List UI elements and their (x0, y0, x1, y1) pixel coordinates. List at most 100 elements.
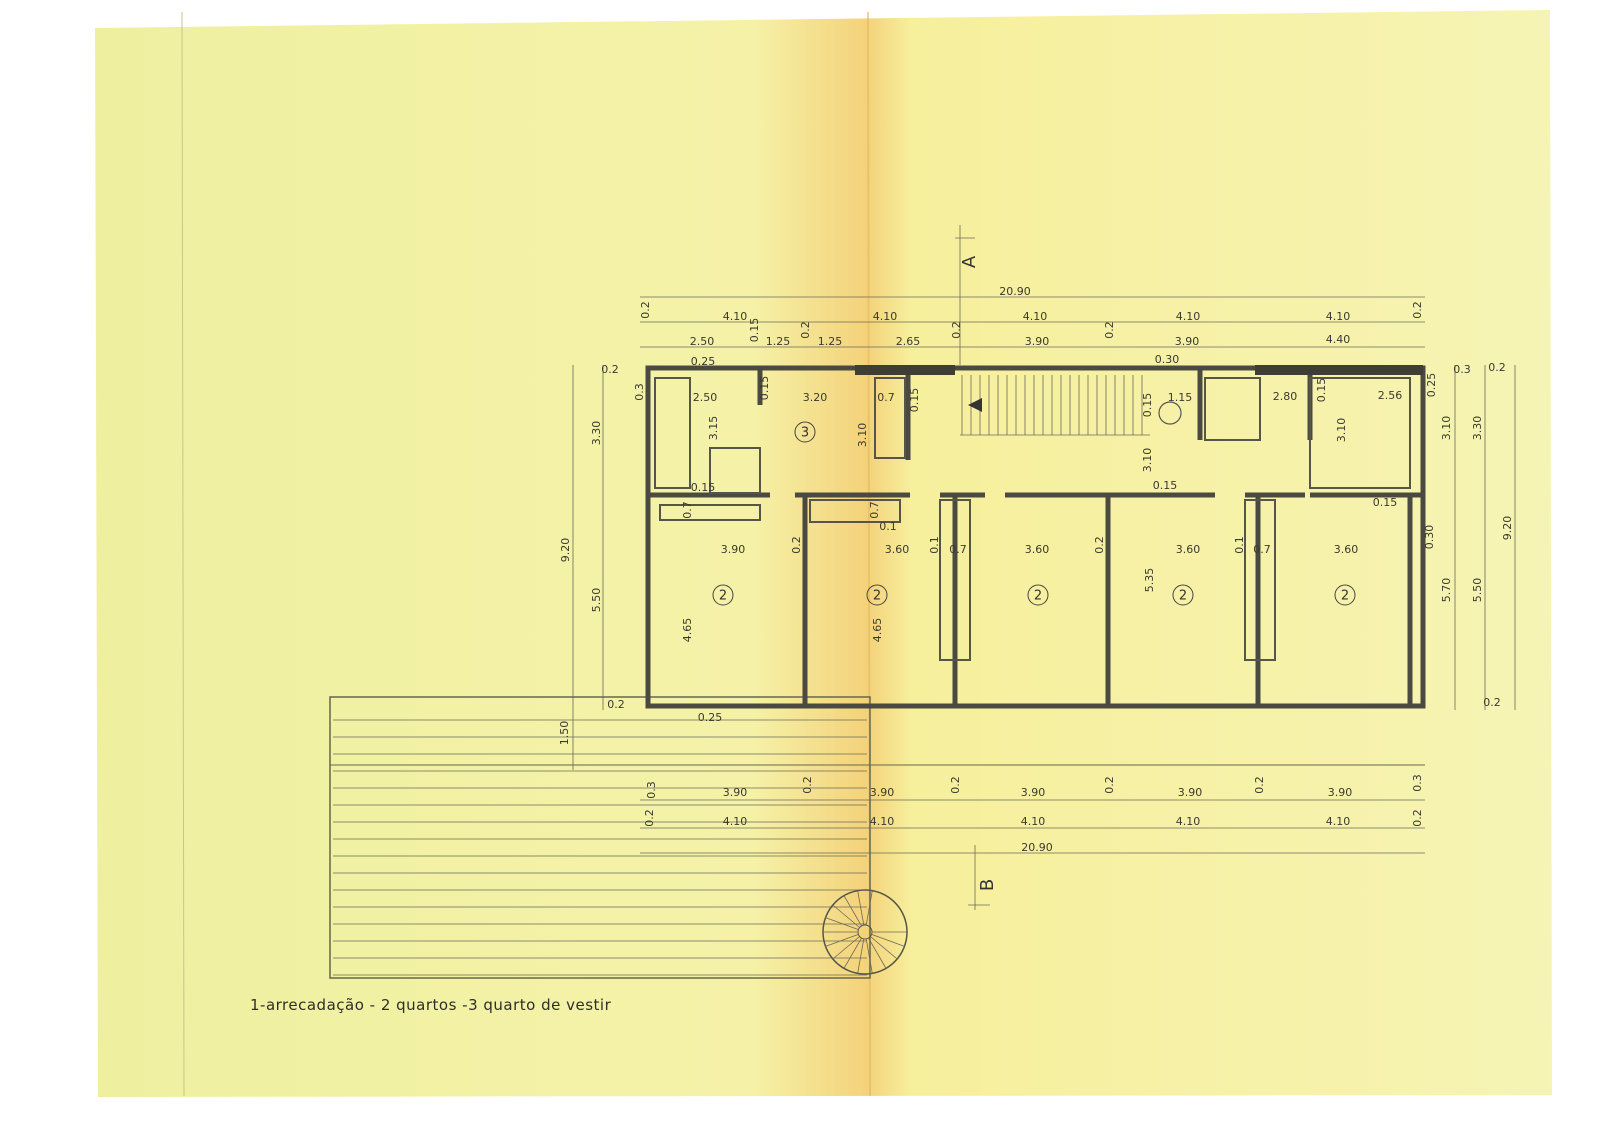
dimension-label: 0.2 (1411, 301, 1424, 319)
dimension-label: 0.2 (643, 809, 656, 827)
room-number-marker: 2 (1027, 584, 1049, 606)
dimension-label: 20.90 (1021, 841, 1053, 854)
dimension-label: 0.15 (748, 318, 761, 343)
dimension-label: 4.10 (870, 815, 895, 828)
terrace (329, 696, 1425, 979)
dimension-label: 0.15 (1153, 479, 1178, 492)
dimension-label: 3.30 (590, 421, 603, 446)
room-number: 2 (1179, 589, 1187, 604)
dimension-label: 20.90 (999, 285, 1031, 298)
dimension-label: 3.90 (1021, 786, 1046, 799)
dimension-label: 3.90 (870, 786, 895, 799)
dimension-label: 4.65 (681, 618, 694, 643)
dimension-label: 4.10 (723, 310, 748, 323)
dimension-label: 1.25 (818, 335, 843, 348)
dimension-label: 0.3 (1411, 774, 1424, 792)
dimension-label: 4.65 (871, 618, 884, 643)
dimension-label: 0.7 (1253, 543, 1271, 556)
dimension-label: 5.70 (1440, 578, 1453, 603)
dimension-label: 3.90 (1025, 335, 1050, 348)
room-number: 2 (1034, 589, 1042, 604)
dimension-label: 0.15 (908, 388, 921, 413)
dimension-label: 0.1 (928, 536, 941, 554)
room-number-marker: 2 (866, 584, 888, 606)
dimension-label: 0.7 (877, 391, 895, 404)
room-numbers: 3 2 2 2 2 2 (712, 421, 1356, 606)
dimension-label: 0.15 (758, 376, 771, 401)
dimension-label: 0.2 (790, 536, 803, 554)
dimension-label: 0.1 (879, 520, 897, 533)
dimension-label: 3.90 (721, 543, 746, 556)
room-number: 2 (719, 589, 727, 604)
dimension-label: 3.10 (856, 423, 869, 448)
dimension-label: 0.2 (949, 776, 962, 794)
dimension-label: 2.80 (1273, 390, 1298, 403)
dimension-label: 3.90 (1328, 786, 1353, 799)
dimension-label: 5.50 (1471, 578, 1484, 603)
dimension-label: 0.7 (868, 501, 881, 519)
room-number-marker: 2 (1172, 584, 1194, 606)
dimension-label: 4.10 (1023, 310, 1048, 323)
dimension-label: 1.15 (1168, 391, 1193, 404)
room-number-marker: 2 (712, 584, 734, 606)
dimension-label: 0.2 (799, 321, 812, 339)
dimension-label: 0.15 (1373, 496, 1398, 509)
dimension-label: 2.50 (690, 335, 715, 348)
dimension-label: 9.20 (559, 538, 572, 563)
dimension-label: 9.20 (1501, 516, 1514, 541)
dimension-label: 0.2 (639, 301, 652, 319)
dimension-label: 3.90 (1178, 786, 1203, 799)
dimension-label: 0.2 (801, 776, 814, 794)
dimension-label: 1.25 (766, 335, 791, 348)
dimension-label: 0.30 (1423, 525, 1436, 550)
dimension-label: 5.50 (590, 588, 603, 613)
dimension-label: 3.10 (1335, 418, 1348, 443)
dimension-label: 0.25 (691, 355, 716, 368)
dimension-label: 4.10 (723, 815, 748, 828)
dimension-label: 2.56 (1378, 389, 1403, 402)
dimension-label: 0.15 (1315, 378, 1328, 403)
dimension-label: 4.10 (1326, 815, 1351, 828)
dimension-label: 1.50 (558, 721, 571, 746)
room-number: 2 (873, 589, 881, 604)
dimension-label: 4.10 (1176, 815, 1201, 828)
room-number-marker: 2 (1334, 584, 1356, 606)
dimension-label: 3.10 (1141, 448, 1154, 473)
dimension-label: 3.60 (1025, 543, 1050, 556)
dimension-label: 4.10 (1176, 310, 1201, 323)
dimension-label: 0.7 (681, 501, 694, 519)
dimension-label: 0.2 (1093, 536, 1106, 554)
dimension-label: 0.2 (1253, 776, 1266, 794)
room-number: 3 (801, 426, 809, 441)
dimension-label: 3.90 (723, 786, 748, 799)
dimension-label: 4.10 (873, 310, 898, 323)
room-number-marker: 3 (794, 421, 816, 443)
dimension-label: 0.30 (1155, 353, 1180, 366)
dimension-label: 0.2 (1483, 696, 1501, 709)
section-mark-a: A (959, 255, 980, 268)
dimension-label: 2.50 (693, 391, 718, 404)
dimension-label: 0.3 (1453, 363, 1471, 376)
dimension-label: 0.2 (950, 321, 963, 339)
spiral-staircase (822, 889, 908, 975)
dimension-label: 0.15 (691, 481, 716, 494)
room-number: 2 (1341, 589, 1349, 604)
dimension-label: 3.90 (1175, 335, 1200, 348)
building-walls (645, 365, 1426, 709)
dimension-label: 3.20 (803, 391, 828, 404)
dimension-label: 2.65 (896, 335, 921, 348)
dimension-label: 3.60 (1334, 543, 1359, 556)
dimension-label: 0.2 (1103, 776, 1116, 794)
dimension-label: 0.25 (698, 711, 723, 724)
dimension-label: 4.10 (1021, 815, 1046, 828)
dimension-labels: 20.90 4.10 4.10 4.10 4.10 4.10 0.2 0.2 2.50 0.15 1… (558, 285, 1514, 854)
dimension-lines (572, 225, 1516, 910)
dimension-label: 0.2 (1103, 321, 1116, 339)
dimension-label: 0.2 (1411, 809, 1424, 827)
dimension-label: 4.40 (1326, 333, 1351, 346)
dimension-label: 3.30 (1471, 416, 1484, 441)
dimension-label: 3.15 (707, 416, 720, 441)
dimension-label: 5.35 (1143, 568, 1156, 593)
dimension-label: 4.10 (1326, 310, 1351, 323)
